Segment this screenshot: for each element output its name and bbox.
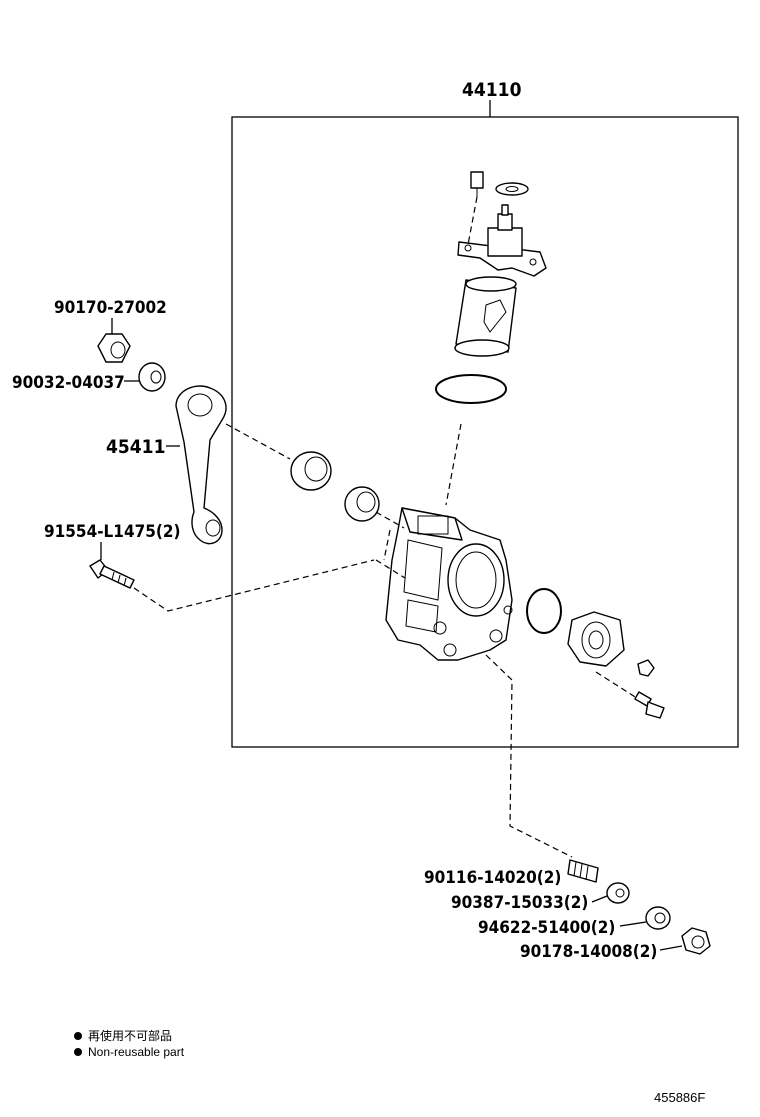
control-valve-washer	[495, 182, 529, 196]
pitman-arm	[175, 385, 227, 545]
mounting-bolt	[89, 559, 135, 589]
nut-stud-leader	[659, 945, 683, 951]
control-valve-body	[454, 276, 517, 357]
legend-bullet-2	[74, 1048, 82, 1056]
label-bolt-mount[interactable]: 91554-L1475(2)	[44, 522, 181, 542]
stud-washer-2	[645, 906, 671, 930]
bolt-mount-dash	[133, 559, 375, 612]
side-cover-bolt	[634, 691, 665, 719]
valve-o-ring	[435, 374, 507, 404]
label-nut-pitman[interactable]: 90170-27002	[54, 298, 167, 318]
washer2-leader	[619, 921, 647, 927]
assembly-frame	[231, 116, 739, 748]
control-valve-head	[457, 204, 547, 277]
label-nut-stud[interactable]: 90178-14008(2)	[520, 942, 657, 962]
legend-line-2: Non-reusable part	[88, 1045, 185, 1059]
side-cover	[567, 611, 625, 667]
side-cover-dash	[595, 671, 641, 701]
legend-line-1: 再使用不可部品	[88, 1028, 172, 1043]
oil-seal-1	[290, 451, 332, 491]
stud	[567, 859, 599, 883]
label-pitman-arm[interactable]: 45411	[106, 436, 165, 458]
washer1-leader	[591, 895, 608, 903]
gear-housing	[385, 507, 513, 661]
housing-inner-dash	[375, 559, 406, 579]
stud-dash	[485, 654, 573, 858]
valve-bolt-dash	[466, 196, 478, 251]
legend-bullet-1	[74, 1032, 82, 1040]
label-stud[interactable]: 90116-14020(2)	[424, 868, 561, 888]
label-washer-pitman[interactable]: 90032-04037	[12, 373, 125, 393]
figure-id: 455886F	[654, 1090, 705, 1105]
housing-seal-dash	[375, 511, 405, 529]
pitman-washer	[138, 362, 166, 392]
pitman-nut	[97, 333, 131, 363]
label-washer-1[interactable]: 90387-15033(2)	[451, 893, 588, 913]
housing-dash-2	[383, 529, 391, 561]
seal-dash	[225, 423, 291, 460]
stud-nut	[681, 927, 711, 955]
stud-washer-1	[606, 882, 630, 904]
oil-seal-2	[344, 486, 380, 522]
label-washer-2[interactable]: 94622-51400(2)	[478, 918, 615, 938]
valve-oring-dash	[445, 423, 462, 506]
assembly-label[interactable]: 44110	[462, 79, 522, 101]
side-cover-nut	[637, 659, 655, 677]
side-cover-o-ring	[526, 588, 562, 634]
control-valve-bolt	[470, 171, 484, 197]
